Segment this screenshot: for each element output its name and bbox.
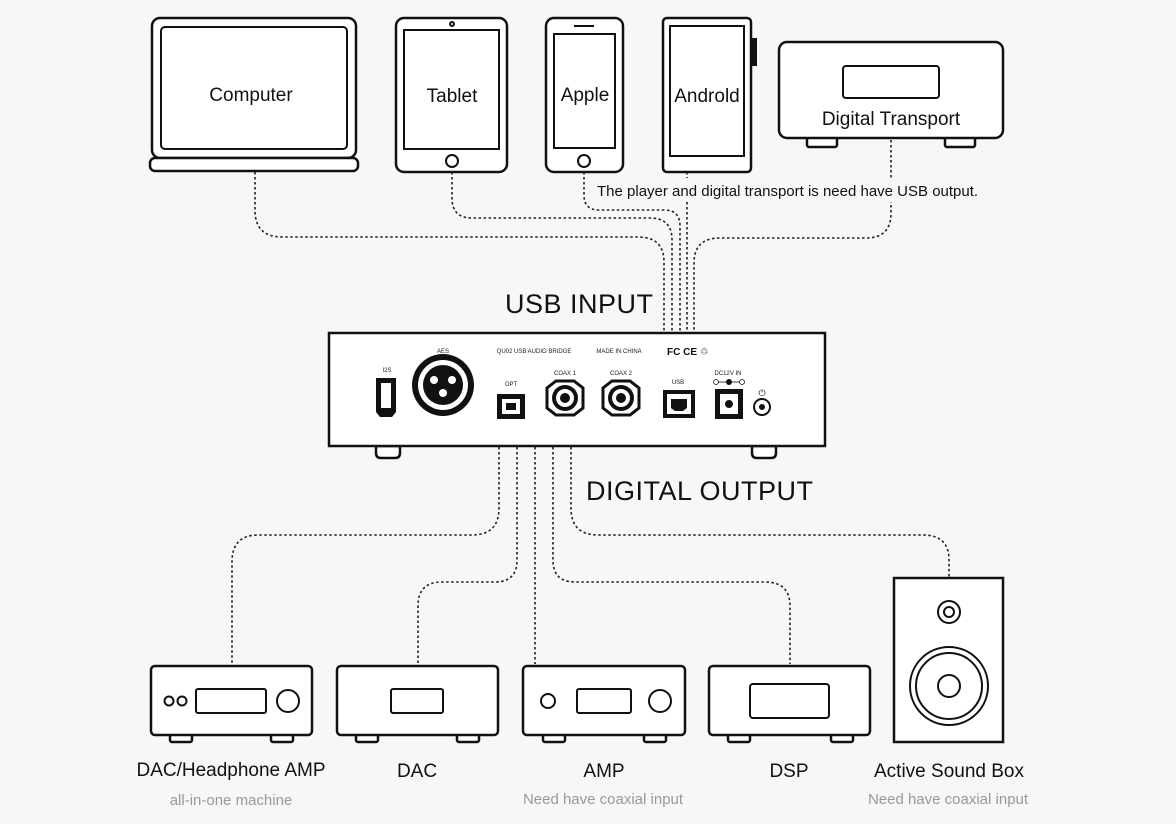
coax1-label: COAX 1 [554, 371, 577, 377]
amp-device [521, 664, 687, 744]
usb-output-note: The player and digital transport is need… [597, 183, 978, 200]
optical-port [497, 394, 525, 419]
wire-dsp [552, 447, 791, 664]
wire-sound-box [570, 447, 950, 577]
usb-input-label: USB INPUT [505, 289, 654, 319]
wire-tablet [451, 172, 673, 332]
aes-label: AES [437, 349, 449, 355]
computer-device: Computer [148, 16, 360, 173]
tablet-device: Tablet [394, 16, 509, 174]
apple-phone-device: Apple [544, 16, 625, 174]
android-label: Androld [674, 86, 740, 107]
coax1-port [545, 379, 585, 417]
usb-label: USB [672, 380, 684, 386]
dc-polarity-icon [713, 379, 745, 385]
digital-output-label: DIGITAL OUTPUT [586, 476, 814, 506]
output-wires [231, 447, 950, 664]
i2s-label: I2S [382, 368, 391, 374]
made-in-label: MADE IN CHINA [596, 349, 641, 355]
model-label: QU02 USB AUDIO BRIDGE [497, 349, 572, 355]
output-label-dac-headphone-amp: DAC/Headphone AMP [136, 760, 325, 781]
dac-device [335, 664, 500, 744]
output-label-sound-box: Active Sound Box [874, 761, 1024, 782]
power-button [753, 398, 771, 416]
transport-label: Digital Transport [822, 109, 961, 130]
aes-xlr-port [412, 354, 474, 416]
power-symbol-icon: ⏻ [758, 388, 765, 398]
active-sound-box-device [892, 576, 1005, 744]
dac-headphone-amp-device [149, 664, 314, 744]
dc-in-label: DC12V IN [714, 371, 741, 377]
usb-b-port [663, 390, 695, 418]
output-label-dsp: DSP [769, 761, 808, 782]
coax2-port [601, 379, 641, 417]
computer-label: Computer [209, 85, 293, 106]
opt-label: OPT [505, 382, 518, 388]
android-player-device: Androld [661, 16, 757, 174]
wire-transport [693, 140, 892, 332]
wire-dac-headphone-amp [231, 447, 500, 664]
coax2-label: COAX 2 [610, 371, 633, 377]
cert-marks: FC CE ♲ [667, 347, 709, 358]
output-label-amp: AMP [583, 761, 624, 782]
output-sublabel-amp: Need have coaxial input [523, 791, 684, 808]
output-sublabel-dac-headphone-amp: all-in-one machine [170, 792, 293, 809]
wire-apple [583, 172, 681, 332]
digital-transport-device: Digital Transport [777, 40, 1005, 149]
output-label-dac: DAC [397, 761, 437, 782]
output-sublabel-sound-box: Need have coaxial input [868, 791, 1029, 808]
usb-audio-bridge-panel: I2S AES QU02 USB AUDIO BRIDGE MADE IN CH… [327, 331, 827, 460]
wire-dac [417, 447, 518, 664]
dc-power-port [715, 389, 743, 419]
apple-label: Apple [561, 85, 610, 106]
dsp-device [707, 664, 872, 744]
tablet-label: Tablet [427, 86, 478, 107]
